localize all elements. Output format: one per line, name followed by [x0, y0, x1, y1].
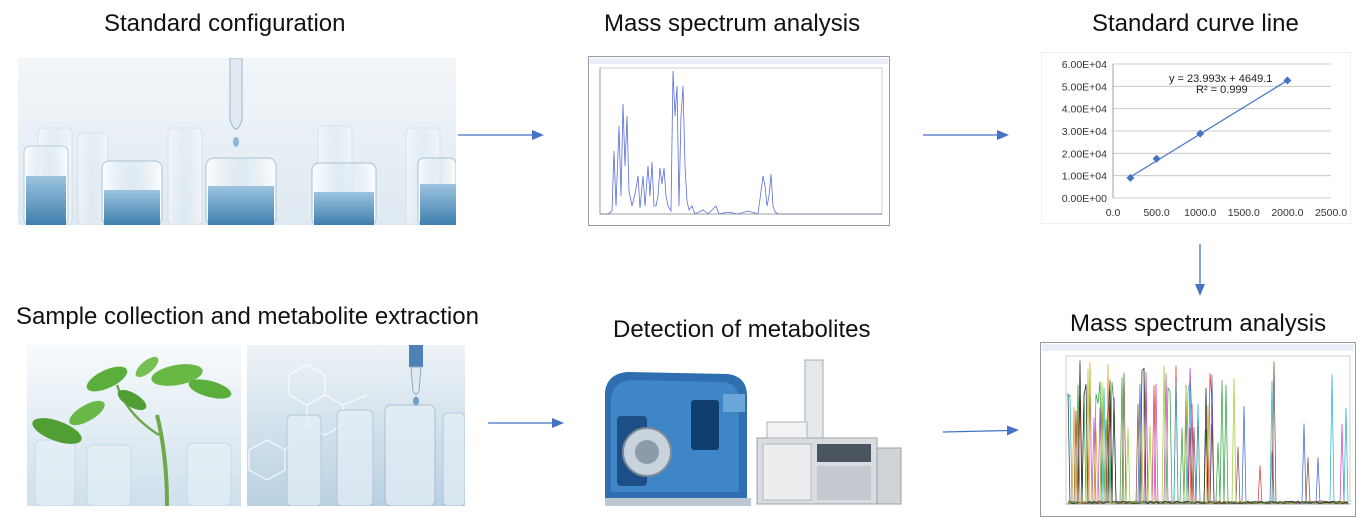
data-point [1283, 76, 1292, 85]
r-squared-annotation: R² = 0.999 [1196, 84, 1248, 96]
y-tick-label: 4.00E+04 [1062, 104, 1107, 116]
spectrum-trace [1067, 360, 1349, 505]
arrow-spectrum-to-curve [923, 130, 1009, 140]
x-tick-label: 1500.0 [1228, 207, 1260, 219]
x-tick-label: 500.0 [1143, 207, 1169, 219]
y-tick-label: 6.00E+04 [1062, 59, 1107, 71]
pipette-molecule-photo [247, 345, 465, 506]
y-tick-label: 1.00E+04 [1062, 171, 1107, 183]
title-sample-collection: Sample collection and metabolite extract… [16, 303, 479, 330]
test-tubes-photo [18, 58, 456, 225]
arrow-detection-to-spectrum [943, 425, 1019, 436]
title-mass-spectrum-analysis-top: Mass spectrum analysis [604, 10, 861, 37]
arrow-sample-to-detection [488, 418, 564, 428]
detection-instruments-photo [587, 352, 903, 513]
arrow-curve-to-spectrum-bottom [1195, 244, 1205, 296]
x-tick-label: 2500.0 [1315, 207, 1347, 219]
title-standard-curve-line: Standard curve line [1092, 10, 1299, 37]
title-mass-spectrum-analysis-bottom: Mass spectrum analysis [1070, 310, 1327, 337]
mass-spectrum-top-image [588, 56, 890, 226]
y-tick-label: 3.00E+04 [1062, 126, 1107, 138]
y-tick-label: 2.00E+04 [1062, 148, 1107, 160]
x-tick-label: 0.0 [1106, 207, 1121, 219]
x-tick-label: 2000.0 [1271, 207, 1303, 219]
data-point [1196, 129, 1205, 138]
y-tick-label: 0.00E+00 [1062, 193, 1107, 205]
title-detection-of-metabolites: Detection of metabolites [613, 316, 871, 343]
x-tick-label: 1000.0 [1184, 207, 1216, 219]
arrow-config-to-spectrum [458, 130, 544, 140]
plant-seedling-photo [27, 345, 241, 506]
y-tick-label: 5.00E+04 [1062, 81, 1107, 93]
mass-spectrum-bottom-image [1040, 342, 1356, 517]
spectrum-top-line [600, 70, 882, 215]
data-point [1126, 173, 1135, 182]
data-point [1152, 154, 1161, 163]
equation-annotation: y = 23.993x + 4649.1 [1169, 73, 1272, 85]
title-standard-configuration: Standard configuration [104, 10, 346, 37]
standard-curve-chart: 0.00E+00 1.00E+04 2.00E+04 3.00E+04 4.00E+04… [1041, 52, 1351, 224]
